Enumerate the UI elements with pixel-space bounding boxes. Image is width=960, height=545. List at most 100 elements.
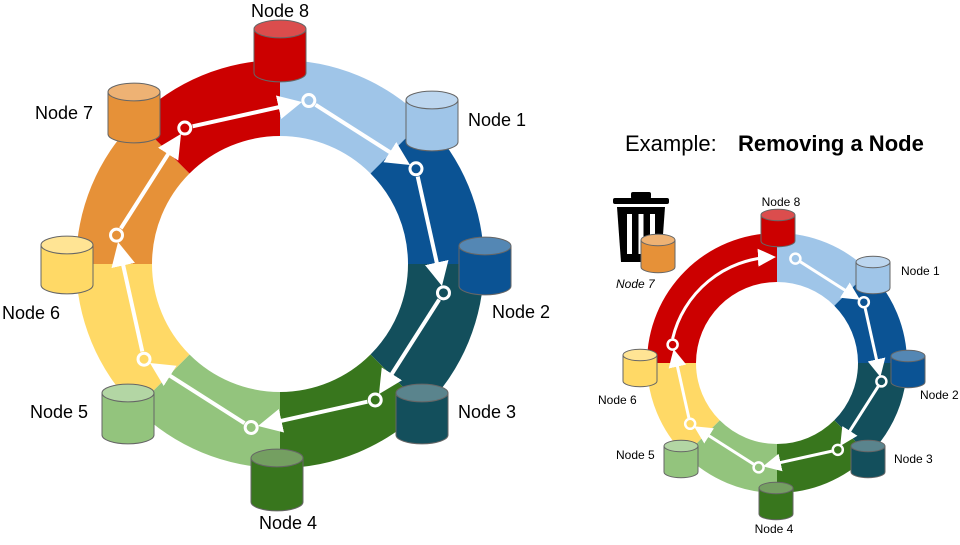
- main-marker-circle-6: [136, 351, 152, 367]
- example-node-2-icon-body: [890, 355, 926, 389]
- main-node-1-label: Node 1: [468, 110, 526, 130]
- main-node-6-icon-top: [40, 235, 94, 255]
- main-node-6-label: Node 6: [2, 303, 60, 323]
- example-node-8-icon: [760, 208, 796, 248]
- example-node-5-label: Node 5: [616, 448, 655, 462]
- main-marker-circle-3: [435, 285, 451, 301]
- main-node-8-icon-top: [253, 19, 307, 39]
- example-node-6-icon: [622, 348, 658, 388]
- main-node-7-label: Node 7: [35, 103, 93, 123]
- example-node-2-icon: [890, 349, 926, 389]
- example-node-1-icon: [855, 255, 891, 295]
- removed-node-label: Node 7: [616, 277, 656, 291]
- example-node-8-icon-top: [760, 208, 796, 222]
- example-node-5-icon-body: [663, 445, 699, 479]
- example-node-6-icon-body: [622, 354, 658, 388]
- main-marker-circle-8: [177, 120, 193, 136]
- example-node-4-icon-top: [758, 481, 794, 495]
- example-node-1-label: Node 1: [901, 264, 940, 278]
- main-arrow-6: [111, 242, 145, 352]
- main-node-3-icon-top: [395, 383, 449, 403]
- main-node-4-label: Node 4: [259, 513, 317, 533]
- example-node-4-icon-body: [758, 487, 794, 521]
- main-arrow-5: [149, 362, 246, 425]
- example-arrow-6: [668, 348, 691, 419]
- main-node-4-icon: [250, 448, 304, 512]
- example-node-1-icon-top: [855, 255, 891, 269]
- example-title-emphasis: Removing a Node: [738, 131, 924, 156]
- example-marker-circle-5: [752, 461, 765, 474]
- main-node-2-label: Node 2: [492, 302, 550, 322]
- example-marker-circle-2: [857, 295, 871, 309]
- example-node-6-icon-top: [622, 348, 658, 362]
- main-marker-circle-5: [243, 419, 259, 435]
- example-marker-circle-1: [789, 252, 802, 265]
- example-node-8-label: Node 8: [762, 195, 801, 209]
- main-arrow-7: [119, 133, 182, 230]
- example-marker-circle-6: [683, 417, 697, 431]
- example-marker-circle-4: [831, 443, 845, 457]
- main-marker-circle-4: [367, 392, 383, 408]
- main-node-4-icon-body: [250, 457, 304, 512]
- main-node-3-icon: [395, 383, 449, 445]
- example-title-prefix: Example:: [625, 131, 717, 156]
- main-ring-nodes: [40, 19, 512, 512]
- main-marker-circle-2: [408, 161, 424, 177]
- main-arrow-4: [258, 399, 368, 433]
- main-node-2-icon-body: [458, 245, 512, 296]
- example-arrow-4: [762, 449, 833, 472]
- main-node-2-icon: [458, 236, 512, 296]
- main-node-1-icon-body: [405, 99, 459, 152]
- main-node-8-icon-body: [253, 28, 307, 83]
- removed-node-7-cylinder-body: [640, 239, 676, 274]
- example-arrow-7: [671, 248, 776, 339]
- main-node-3-label: Node 3: [458, 402, 516, 422]
- example-arrow-5: [693, 426, 755, 466]
- example-node-3-label: Node 3: [894, 452, 933, 466]
- main-node-5-icon-top: [101, 383, 155, 403]
- main-node-6-icon-body: [40, 244, 94, 295]
- main-node-5-icon: [101, 383, 155, 445]
- example-node-4-label: Node 4: [755, 522, 794, 536]
- main-marker-circle-7: [109, 227, 125, 243]
- main-arrow-8: [192, 95, 302, 129]
- main-node-7-icon-body: [107, 91, 161, 144]
- main-marker-circle-1: [301, 93, 317, 109]
- example-node-8-icon-body: [760, 214, 796, 248]
- main-node-6-icon: [40, 235, 94, 295]
- main-node-2-icon-top: [458, 236, 512, 256]
- main-node-3-icon-body: [395, 392, 449, 445]
- main-node-5-label: Node 5: [30, 402, 88, 422]
- example-arrow-3: [840, 385, 880, 447]
- main-node-8-label: Node 8: [251, 1, 309, 21]
- example-node-5-icon-top: [663, 439, 699, 453]
- example-node-3-icon-body: [850, 445, 886, 479]
- example-marker-circle-3: [875, 375, 888, 388]
- main-node-1-icon-top: [405, 90, 459, 110]
- main-ring-arrows: [109, 93, 451, 435]
- example-ring-nodes: [622, 208, 926, 521]
- main-arrow-1: [314, 103, 411, 166]
- example-ring-arrows: [666, 248, 888, 474]
- example-node-4-icon: [758, 481, 794, 521]
- example-node-2-icon-top: [890, 349, 926, 363]
- main-arrow-3: [378, 298, 441, 395]
- removed-node-7-cylinder-top: [640, 233, 676, 247]
- example-node-3-icon: [850, 439, 886, 479]
- main-node-7-icon: [107, 82, 161, 144]
- main-node-4-icon-top: [250, 448, 304, 468]
- main-node-1-icon: [405, 90, 459, 152]
- example-segment-n8: [647, 233, 777, 363]
- main-node-8-icon: [253, 19, 307, 83]
- example-node-5-icon: [663, 439, 699, 479]
- removed-node-7-cylinder: [640, 233, 676, 274]
- main-node-7-icon-top: [107, 82, 161, 102]
- main-node-5-icon-body: [101, 392, 155, 445]
- removed-node-7-icon: [640, 233, 676, 274]
- example-node-1-icon-body: [855, 261, 891, 295]
- example-arrow-1: [799, 260, 861, 300]
- example-node-3-icon-top: [850, 439, 886, 453]
- example-node-2-label: Node 2: [920, 388, 959, 402]
- main-arrow-2: [415, 176, 449, 286]
